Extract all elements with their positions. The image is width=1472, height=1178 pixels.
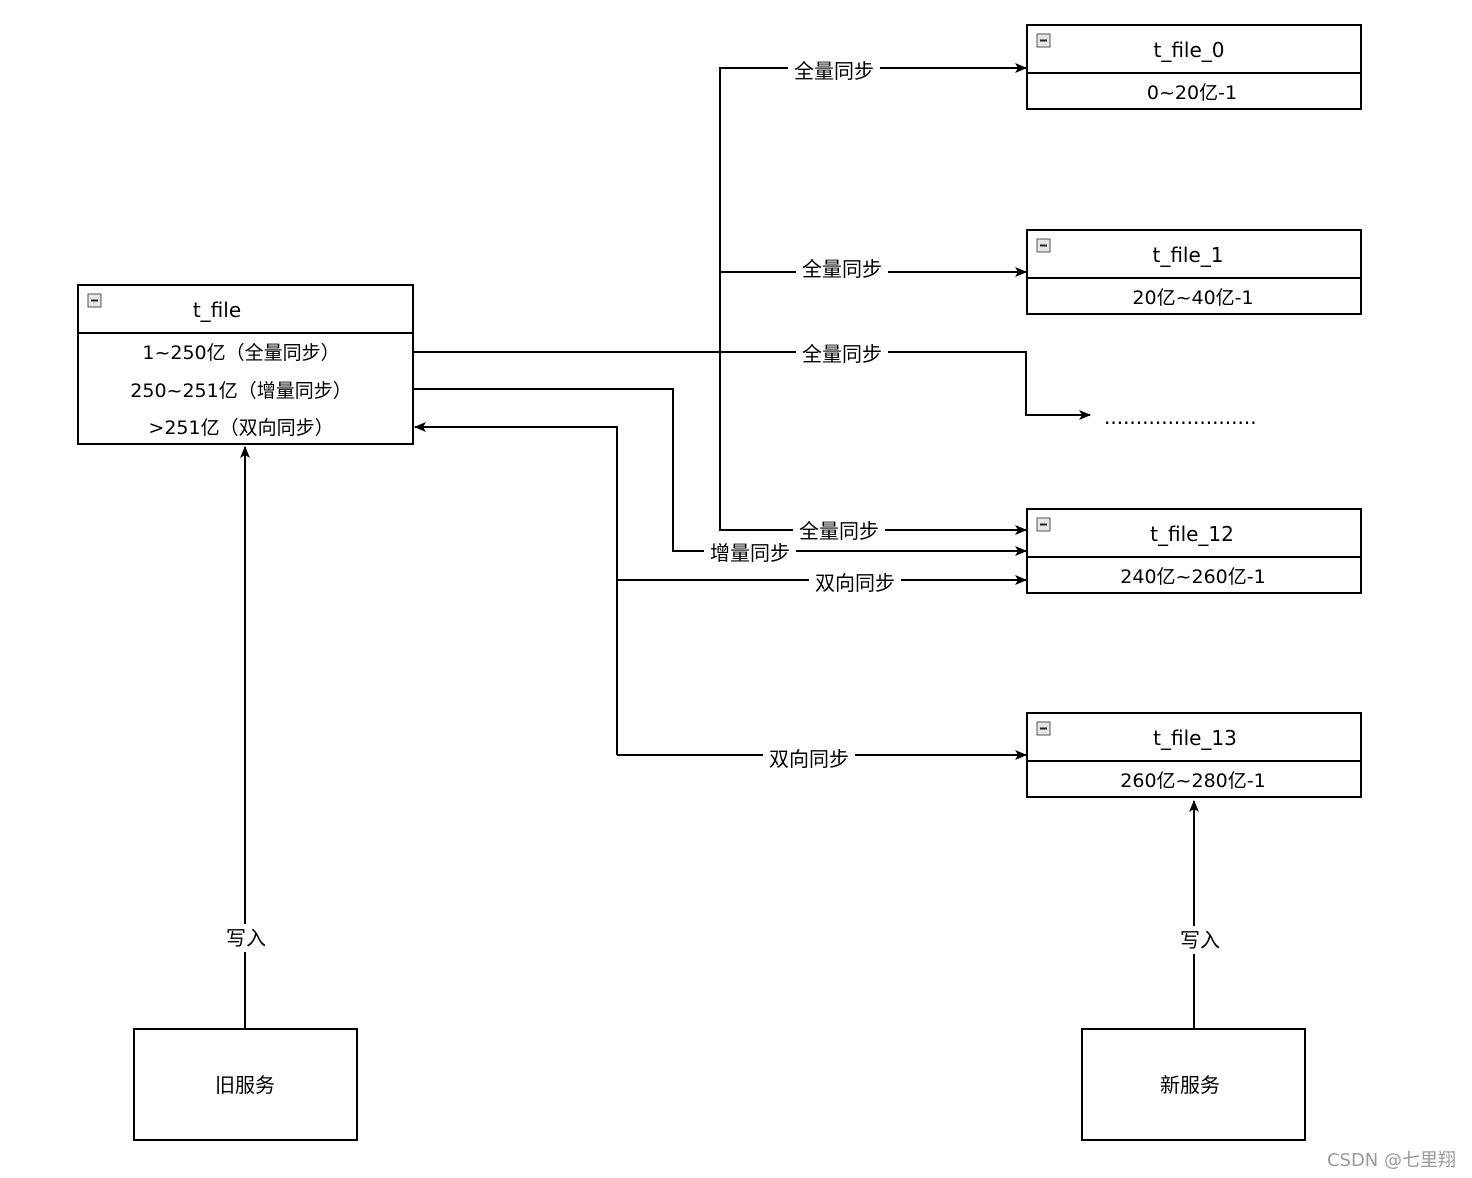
edge-label-full-sync-12: 全量同步 (799, 519, 879, 543)
service-new-label: 新服务 (1160, 1073, 1220, 1097)
table-t-file-1[interactable]: t_file_1 20亿~40亿-1 (1026, 229, 1362, 315)
more-tables-ellipsis: ........................ (1104, 405, 1257, 429)
collapse-icon[interactable] (1036, 721, 1051, 736)
edge-label-write-new: 写入 (1180, 928, 1220, 952)
table-title: t_file_12 (1150, 522, 1234, 546)
edge-label-write-old: 写入 (226, 926, 266, 950)
table-row: 250~251亿（增量同步） (130, 380, 351, 402)
table-row: >251亿（双向同步） (148, 417, 333, 439)
service-new[interactable]: 新服务 (1081, 1028, 1306, 1141)
edge-full-sync-more[interactable] (720, 351, 1091, 420)
table-title: t_file (193, 298, 241, 322)
table-title: t_file_13 (1153, 726, 1237, 750)
edge-label-full-sync-0: 全量同步 (794, 59, 874, 83)
table-t-file-0[interactable]: t_file_0 0~20亿-1 (1026, 24, 1362, 110)
edge-full-sync-0[interactable] (719, 63, 1027, 352)
collapse-icon[interactable] (1036, 238, 1051, 253)
table-t-file-13[interactable]: t_file_13 260亿~280亿-1 (1026, 712, 1362, 798)
service-old[interactable]: 旧服务 (133, 1028, 358, 1141)
edge-label-bidir-sync-13: 双向同步 (769, 747, 849, 771)
edge-label-full-sync-more: 全量同步 (802, 342, 882, 366)
edge-labels: 全量同步 全量同步 全量同步 全量同步 增量同步 双向同步 双向同步 写入 写入 (222, 58, 1224, 954)
edge-label-full-sync-1: 全量同步 (802, 257, 882, 281)
table-row: 1~250亿（全量同步） (142, 342, 339, 364)
edge-incr-sync-12[interactable] (413, 388, 1027, 556)
service-old-label: 旧服务 (215, 1073, 275, 1097)
watermark: CSDN @七里翔 (1327, 1150, 1456, 1171)
table-row: 20亿~40亿-1 (1132, 287, 1253, 309)
collapse-icon[interactable] (1036, 33, 1051, 48)
edge-bidir-return[interactable] (414, 422, 618, 755)
table-title: t_file_1 (1152, 243, 1223, 267)
table-row: 0~20亿-1 (1147, 82, 1237, 104)
table-row: 240亿~260亿-1 (1120, 566, 1265, 588)
collapse-icon[interactable] (1036, 517, 1051, 532)
edge-full-sync-12[interactable] (719, 352, 1027, 535)
collapse-icon[interactable] (87, 293, 102, 308)
table-title: t_file_0 (1153, 38, 1224, 62)
edge-label-bidir-sync-12: 双向同步 (815, 571, 895, 595)
edge-label-incr-sync-12: 增量同步 (710, 541, 790, 565)
table-row: 260亿~280亿-1 (1120, 770, 1265, 792)
table-t-file-12[interactable]: t_file_12 240亿~260亿-1 (1026, 508, 1362, 594)
table-t-file[interactable]: t_file 1~250亿（全量同步） 250~251亿（增量同步） >251亿… (77, 284, 414, 445)
